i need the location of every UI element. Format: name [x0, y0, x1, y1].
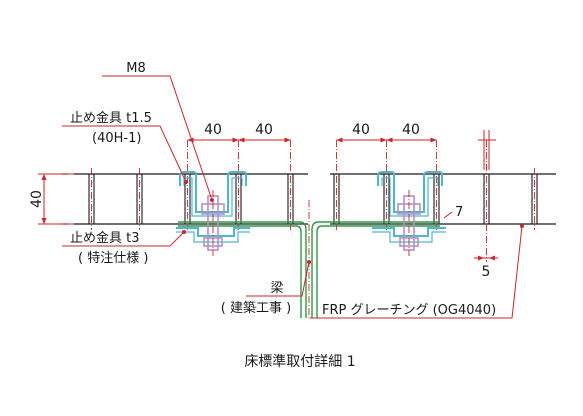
pitch-dimension-1: 40: [204, 122, 222, 138]
lower-clip-label: 止め金具 t3: [70, 230, 140, 246]
beam-note: ( 建築工事 ): [221, 301, 291, 316]
lower-clip-note: ( 特注仕様 ): [78, 251, 148, 266]
leader-lines: [62, 75, 523, 319]
thickness-dimension: 5: [482, 264, 491, 280]
bearing-bars: [88, 174, 538, 224]
bar-5: [287, 174, 294, 224]
clip-assembly-right: [372, 171, 446, 256]
bar-centerlines: [91, 140, 535, 262]
clip-assembly-left: [176, 171, 250, 256]
grating-label: FRP グレーチング (OG4040): [322, 303, 496, 318]
dimension-arrows: [41, 137, 495, 261]
bar-10: [531, 174, 538, 224]
bar-1: [88, 174, 95, 224]
bar-8: [433, 174, 440, 224]
bar-7: [383, 174, 390, 224]
pitch-dimension-3: 40: [352, 122, 370, 138]
upper-clip-left: [179, 171, 247, 213]
bar-6: [333, 174, 340, 224]
height-dimension: 40: [29, 190, 45, 208]
bar-9: [483, 174, 490, 224]
lower-clip-right: [372, 227, 446, 237]
pitch-dimension-4: 40: [402, 122, 420, 138]
bar-4: [235, 174, 242, 224]
bolt-label: M8: [126, 61, 146, 76]
steel-beam: [178, 221, 440, 318]
figure-caption: 床標準取付詳細 1: [244, 354, 355, 370]
leader-dots: [182, 180, 524, 264]
upper-clip-code: (40H-1): [92, 131, 141, 146]
beam-label: 梁: [270, 281, 283, 296]
lower-clip-left: [176, 227, 250, 237]
upper-clip-label: 止め金具 t1.5: [70, 110, 152, 126]
detail-number: 7: [455, 205, 463, 220]
bar-2: [136, 174, 143, 224]
pitch-dimension-2: 40: [255, 122, 273, 138]
